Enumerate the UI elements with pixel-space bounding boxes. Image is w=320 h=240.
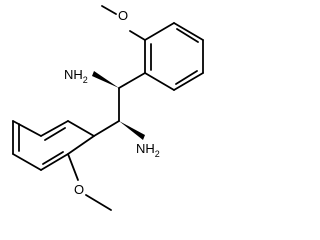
stereo-wedge-bottom (119, 121, 145, 140)
bond (101, 5, 117, 15)
bond (40, 120, 69, 137)
bond (93, 120, 120, 137)
bond (40, 153, 69, 171)
chiral-backbone (93, 72, 146, 137)
bond (67, 120, 95, 137)
amine-label-top: NH2 (64, 67, 88, 85)
top-amine-group: NH2 (64, 67, 119, 88)
aromatic-bond (44, 127, 66, 141)
amine-label-bottom: NH2 (136, 141, 160, 159)
top-benzene-ring (144, 22, 204, 91)
bond (85, 194, 112, 211)
bond (67, 153, 79, 181)
stereo-wedge-top (92, 71, 119, 88)
bond (12, 153, 42, 171)
bottom-methoxy-group: O (67, 153, 112, 211)
bond (12, 120, 42, 137)
bottom-benzene-ring (12, 120, 95, 171)
molecule-diagram: O NH2 NH2 O (12, 5, 204, 211)
bond (144, 22, 175, 41)
oxygen-label-top: O (118, 8, 128, 23)
bond (129, 30, 146, 41)
bond (67, 135, 95, 155)
bond (173, 72, 204, 91)
oxygen-label-bottom: O (74, 182, 84, 197)
aromatic-bond (176, 28, 199, 43)
bottom-amine-group: NH2 (119, 121, 160, 159)
bond (173, 22, 204, 41)
bond (144, 72, 175, 91)
bond (118, 72, 146, 89)
aromatic-bond (42, 151, 64, 165)
aromatic-bond (175, 70, 198, 85)
top-methoxy-group: O (101, 5, 146, 41)
